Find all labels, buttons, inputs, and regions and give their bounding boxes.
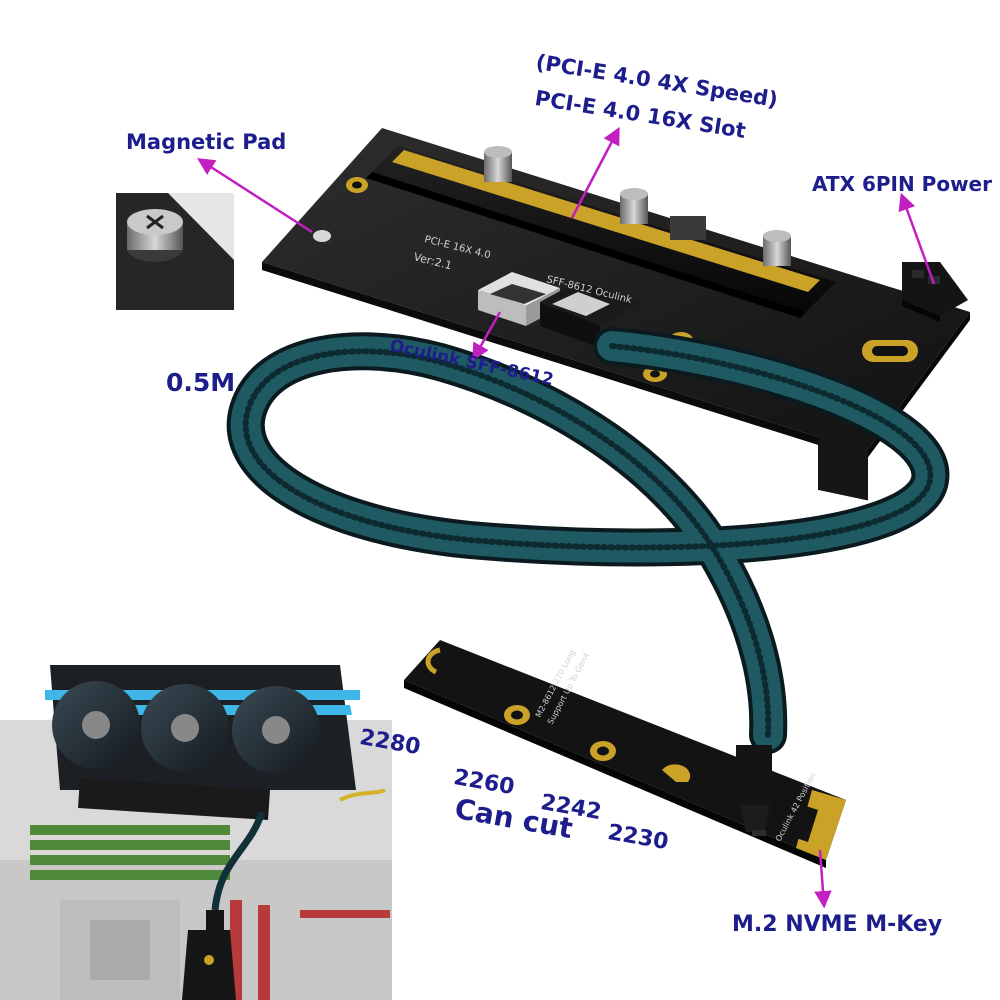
capacitor-2 [620, 188, 648, 224]
cable-length-label: 0.5M [166, 368, 236, 397]
atx-arrow [898, 192, 936, 285]
magnetic-pad-label: Magnetic Pad [126, 130, 287, 154]
slot-arrow [570, 126, 620, 219]
m2-adapter-board: M2-8612-270 Long Support Up To Gen4 Ocul… [404, 640, 846, 868]
gpu-fan-3 [232, 686, 320, 774]
oculink-port [478, 272, 560, 326]
magnetic-pad-arrow [197, 158, 313, 234]
magnetic-pad-inset [116, 193, 234, 310]
installation-inset [0, 665, 392, 1000]
capacitor-3 [763, 230, 791, 266]
pointer-arrows [197, 126, 936, 909]
m2-key-label: M.2 NVME M-Key [732, 912, 943, 937]
oculink-plug [540, 280, 640, 348]
atx-6pin-connector [818, 262, 968, 501]
gpu-fan-1 [52, 681, 140, 769]
oculink-arrow [472, 311, 502, 362]
atx-power-label: ATX 6PIN Power [812, 172, 992, 196]
m2-arrow [814, 849, 832, 909]
capacitor-1 [484, 146, 512, 182]
gpu-fan-2 [141, 684, 229, 772]
braided-cable [226, 327, 950, 754]
